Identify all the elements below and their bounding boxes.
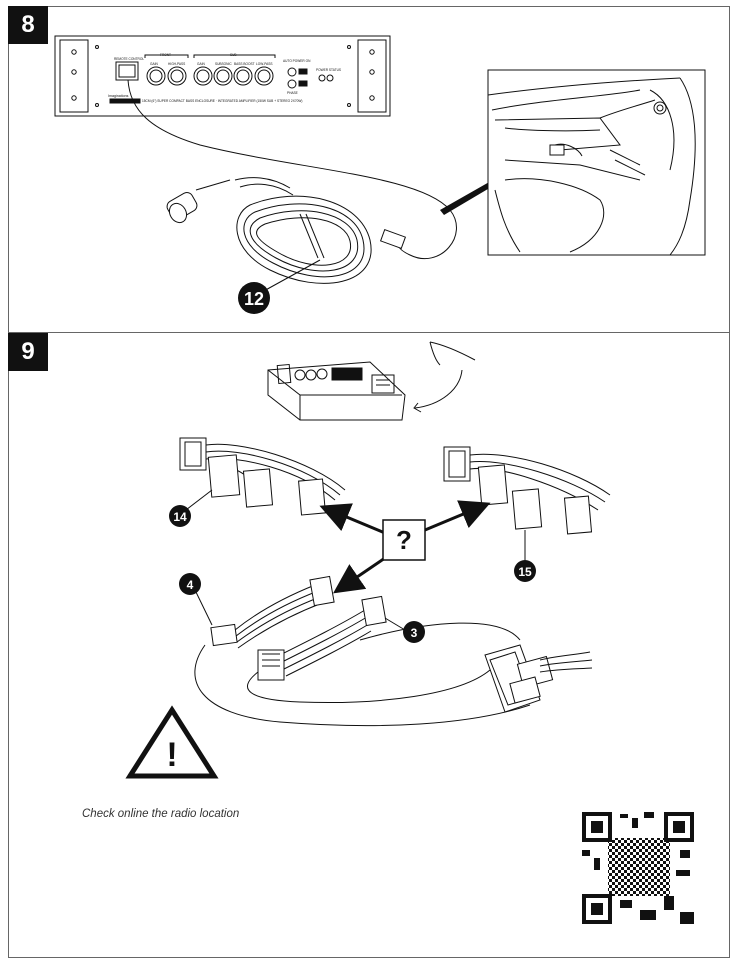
glovebox-inset [487,69,706,256]
callout-12-circle [238,282,270,314]
callout-3-leader [384,617,406,631]
knob-sub-gain-label: GAIN [197,62,205,66]
callout-4-leader [194,589,213,626]
knob-lowpass-label: LOW-PASS [256,62,273,66]
callout-12-label: 12 [244,289,264,309]
page-frame [8,6,730,958]
section-divider [8,332,729,333]
remote-cable [127,79,457,284]
warning-exclamation: ! [166,736,177,774]
callout-12-leader [261,259,321,293]
callout-4-circle [179,573,201,595]
callout-3-label: 3 [411,626,418,640]
knob-subsonic-label: SUBSONIC [215,62,232,66]
callout-4-label: 4 [187,578,194,592]
step-number-9: 9 [8,333,48,371]
callout-15-circle [514,560,536,582]
vehicle-connector [484,644,593,713]
qr-code [582,812,694,924]
phase-label: PHASE [287,91,298,95]
sub-label: SUB [230,53,237,57]
brand-label: Imaginations [108,94,129,98]
remote-control-label: REMOTE CONTROL [114,57,144,61]
question-box [382,519,426,561]
question-mark: ? [396,525,412,555]
arrow-to-14 [319,503,386,535]
radio-head-unit [267,341,476,421]
step-number-8: 8 [8,6,48,44]
callout-3-circle [403,621,425,643]
warning-icon [125,705,219,779]
power-status-label: POWER STATUS [316,68,341,72]
harness-15 [443,446,611,535]
knob-bassboost-label: BASS BOOST [234,62,255,66]
callout-14-circle [169,505,191,527]
callout-15-label: 15 [518,565,532,579]
auto-power-on-label: AUTO POWER ON [283,59,311,63]
adapter-cables [194,575,531,727]
knob-highpass-label: HIGH-PASS [168,62,185,66]
arrow-to-4 [333,556,386,594]
callout-14-label: 14 [173,510,187,524]
harness-14 [179,437,346,516]
model-line-label: 15CM (6") SUPER COMPACT BASS ENCLOSURE ·… [142,99,302,103]
amplifier-panel [54,35,391,117]
front-label: FRONT [160,53,171,57]
knob-gain-label: GAIN [150,62,158,66]
arrow-to-15 [424,500,491,532]
caption-radio-location: Check online the radio location [82,808,240,820]
